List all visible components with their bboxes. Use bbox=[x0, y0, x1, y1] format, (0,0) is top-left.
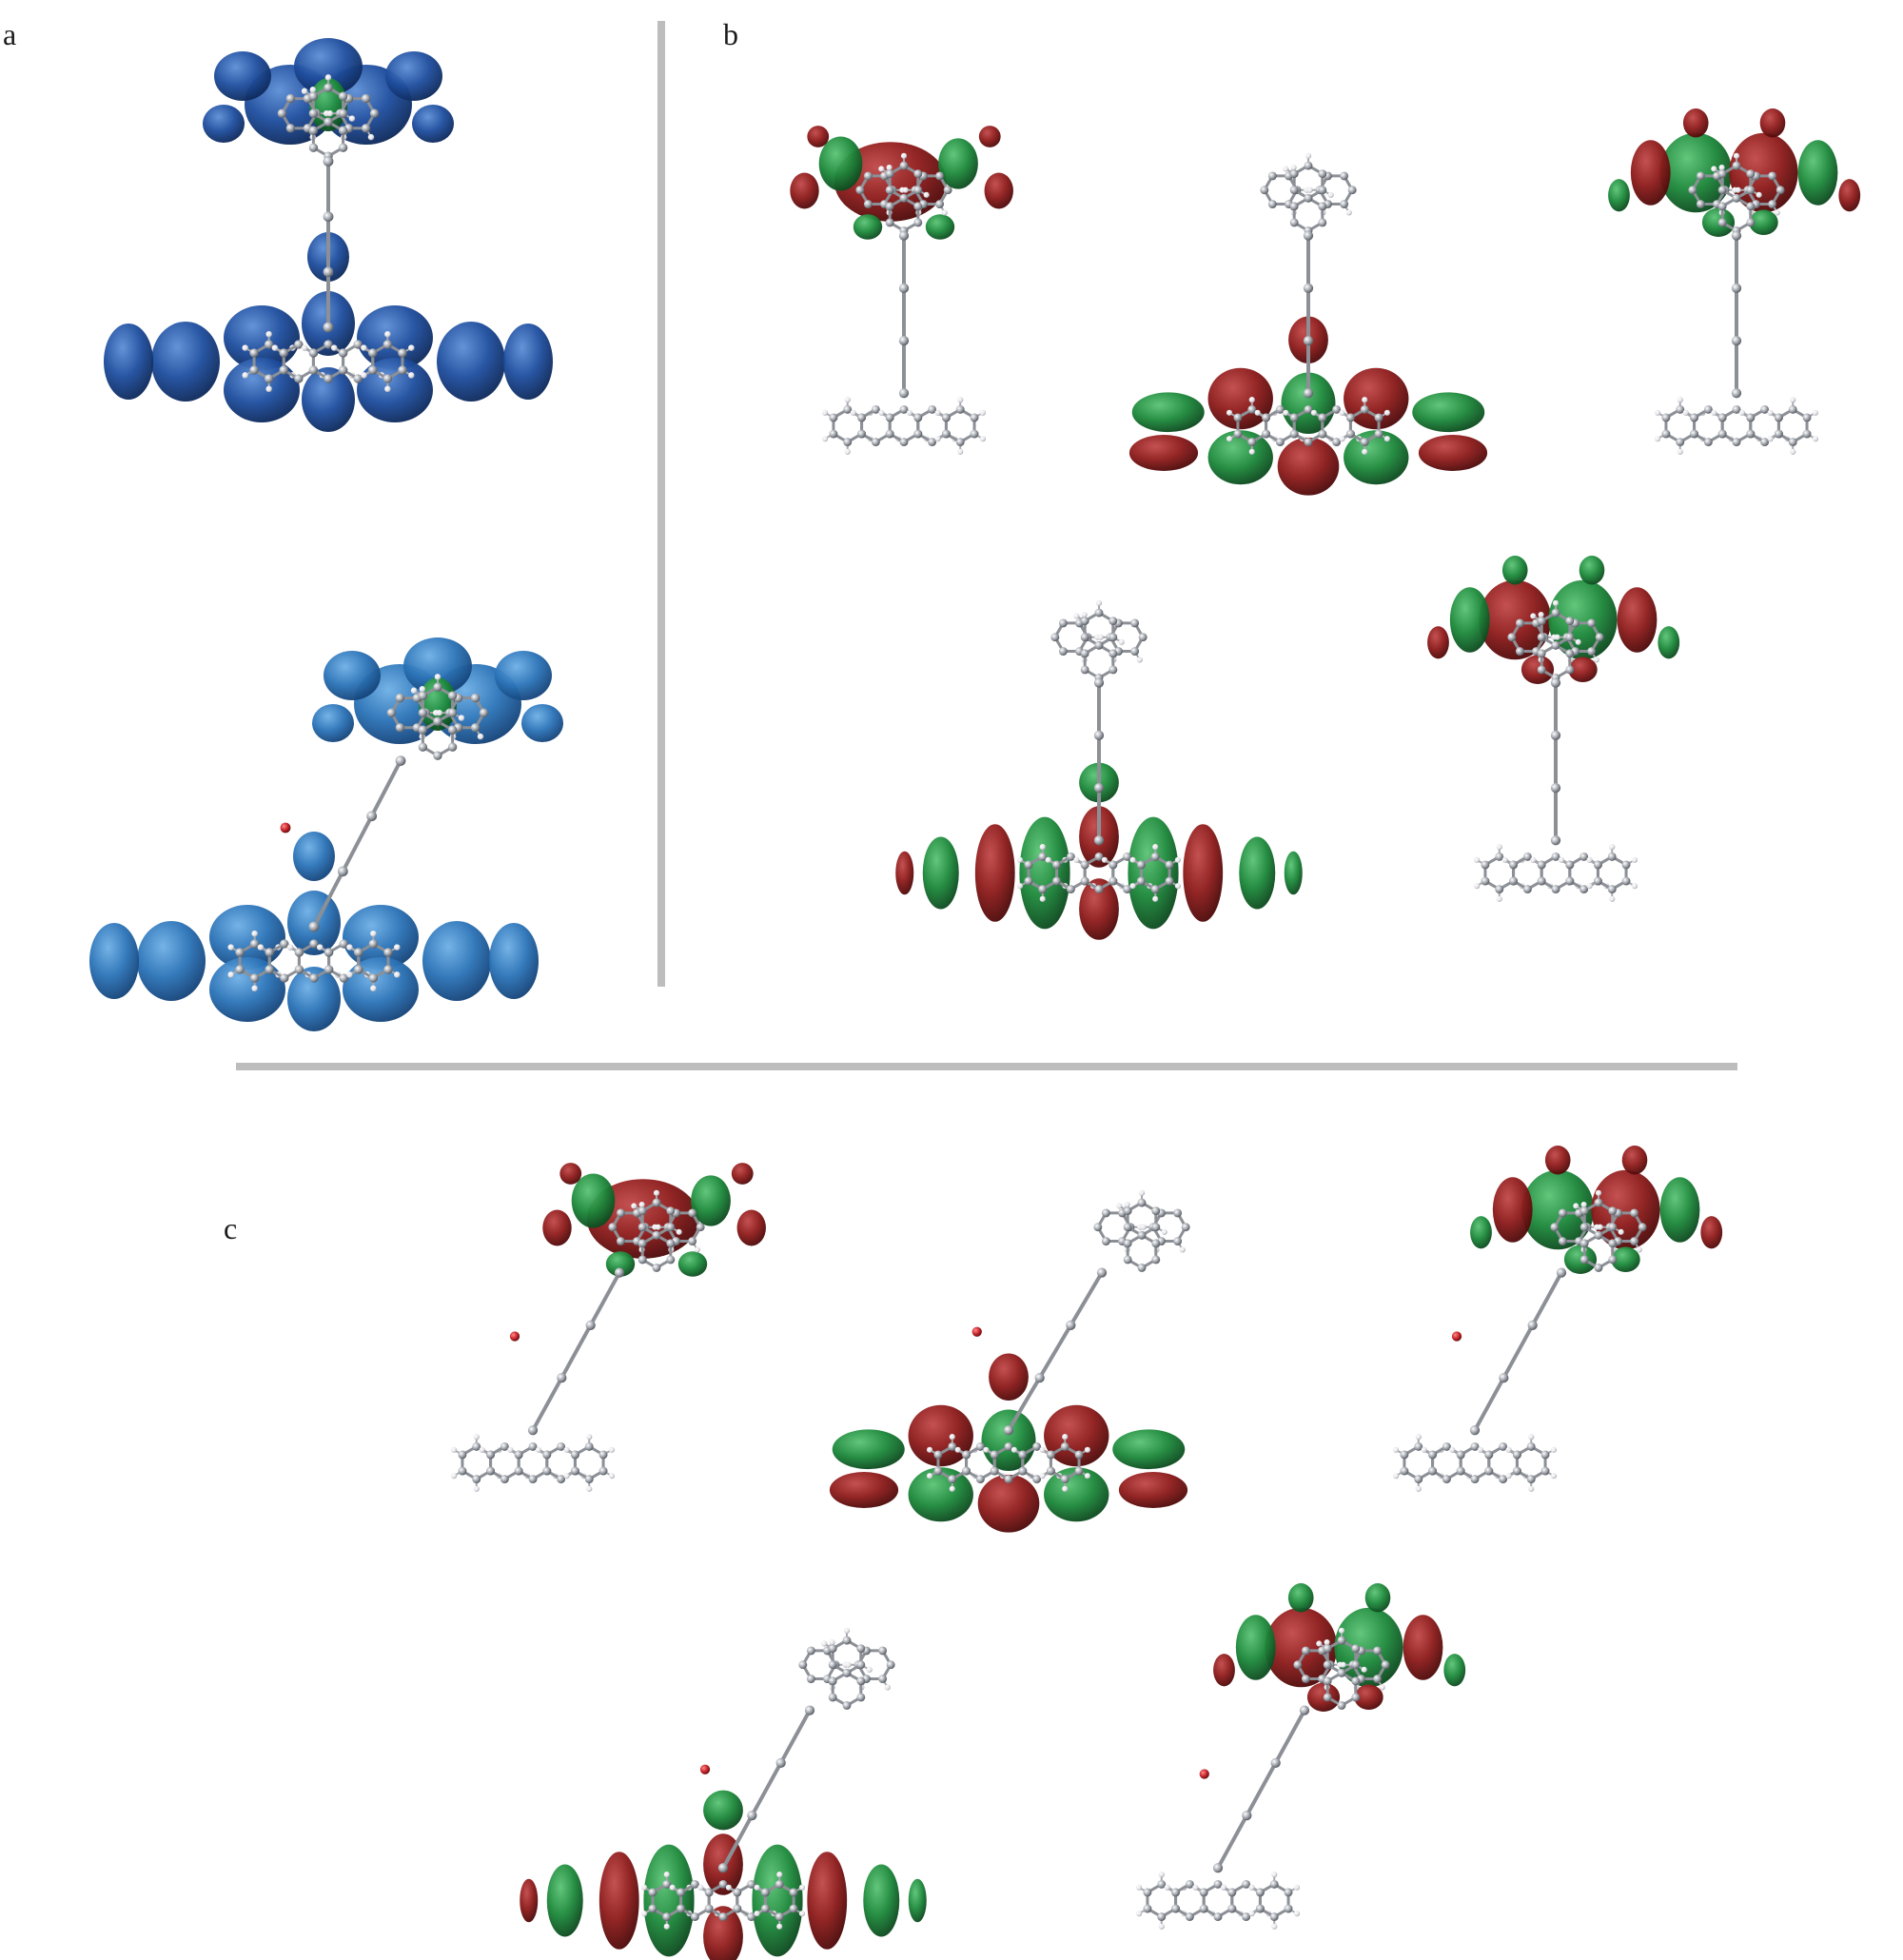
vertical-divider bbox=[657, 21, 665, 987]
molecule-renderings bbox=[89, 38, 1861, 1960]
panel-a-molecule-bottom bbox=[89, 637, 563, 1031]
panel-b-orbital-3 bbox=[1608, 108, 1861, 455]
panel-c-orbital-1 bbox=[450, 1163, 766, 1492]
panel-c-orbital-2 bbox=[829, 1189, 1190, 1533]
panel-c-orbital-4 bbox=[520, 1627, 927, 1960]
panel-a-molecule-top bbox=[104, 38, 553, 432]
panel-b-orbital-1 bbox=[790, 126, 1013, 455]
panel-c-orbital-5 bbox=[1135, 1583, 1466, 1930]
panel-b-orbital-5 bbox=[1427, 556, 1680, 902]
panel-b-orbital-2 bbox=[1128, 152, 1488, 496]
panel-label-b: b bbox=[723, 17, 738, 51]
panel-label-a: a bbox=[3, 17, 16, 51]
horizontal-divider bbox=[236, 1063, 1737, 1070]
panel-c-orbital-3 bbox=[1392, 1146, 1723, 1492]
panel-label-c: c bbox=[224, 1211, 237, 1245]
panel-b-orbital-4 bbox=[895, 599, 1303, 940]
